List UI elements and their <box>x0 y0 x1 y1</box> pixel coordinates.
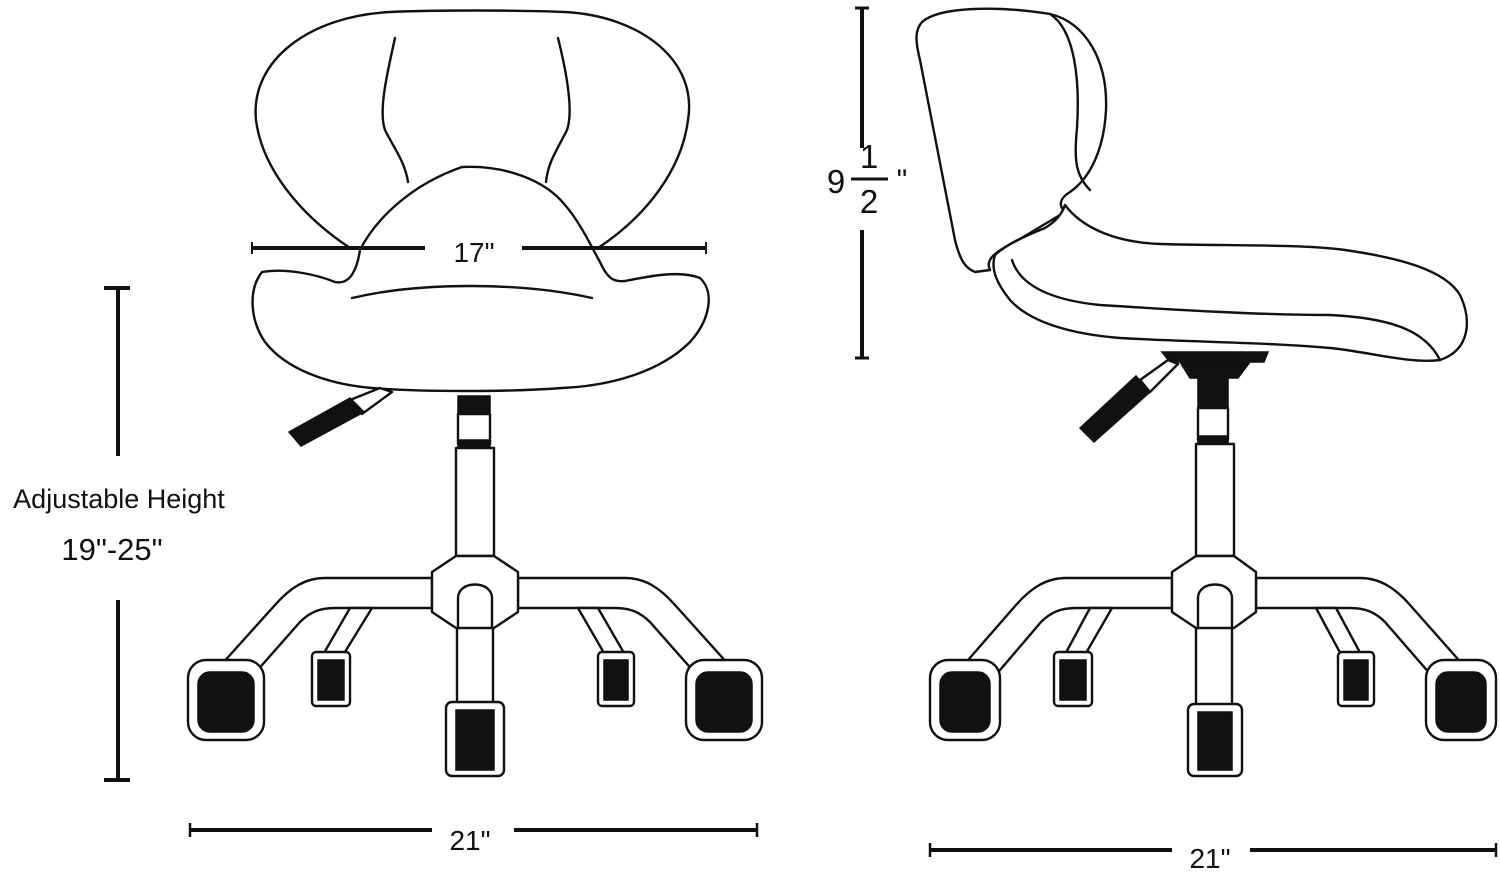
side-seat-edge <box>1010 258 1442 362</box>
front-base-width-dimension: 21" <box>188 823 759 856</box>
front-hub <box>430 554 520 630</box>
side-caster-center <box>1186 702 1244 778</box>
front-caster-right <box>684 658 764 742</box>
side-lever-handle <box>1078 374 1152 444</box>
seat-width-dimension: 17" <box>251 237 707 268</box>
backrest-height-dimension: 9 1 2 " <box>827 6 908 360</box>
front-hub-inner <box>456 583 494 630</box>
side-hub-inner <box>1196 583 1234 630</box>
side-base-width-label: 21" <box>1189 843 1230 872</box>
seat-width-label: 17" <box>453 237 494 268</box>
height-label: Adjustable Height <box>13 484 225 514</box>
side-caster-back-left <box>1052 650 1094 708</box>
backrest-height-unit: " <box>897 164 908 197</box>
side-view-chair <box>915 7 1498 778</box>
backrest-height-whole: 9 <box>827 163 845 200</box>
front-caster-left <box>186 658 266 742</box>
side-seat <box>992 203 1468 362</box>
front-seat-seam <box>350 284 594 300</box>
side-caster-back-right <box>1336 650 1376 708</box>
side-hub <box>1170 554 1258 630</box>
side-caster-right <box>1424 658 1498 742</box>
front-caster-back-right <box>596 650 636 708</box>
side-mechanism <box>1160 351 1270 363</box>
front-caster-center <box>444 700 506 778</box>
front-lever-handle <box>287 397 366 447</box>
front-cylinder-lower <box>454 446 496 558</box>
front-backrest-groove-right <box>544 36 571 184</box>
side-backrest-inner <box>1048 12 1092 192</box>
front-backrest <box>254 9 691 250</box>
height-dimension: Adjustable Height 19"-25" <box>13 286 225 782</box>
side-cylinder-upper <box>1196 406 1230 442</box>
backrest-height-numerator: 1 <box>860 138 878 175</box>
side-caster-left <box>928 658 1002 742</box>
front-cylinder-collar <box>457 395 491 415</box>
front-backrest-groove-left <box>381 36 410 184</box>
side-cylinder-collar <box>1178 361 1252 409</box>
height-range: 19"-25" <box>61 532 162 567</box>
front-caster-back-left <box>310 650 352 708</box>
backrest-height-denominator: 2 <box>860 183 878 220</box>
front-base-width-label: 21" <box>449 825 490 856</box>
side-base-width-dimension: 21" <box>928 843 1498 872</box>
front-seat <box>251 165 710 393</box>
side-cylinder-lower <box>1194 442 1236 558</box>
front-view-chair <box>186 9 764 778</box>
